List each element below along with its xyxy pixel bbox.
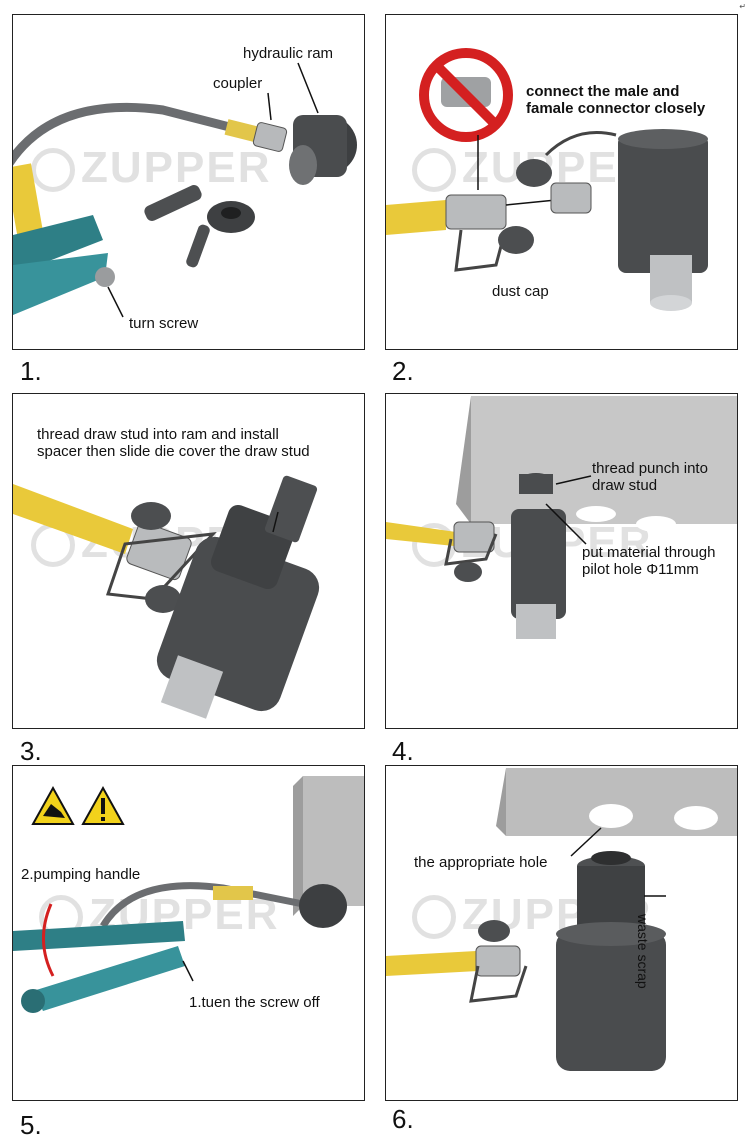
thread-draw-stud-label: thread draw stud into ram and install sp… <box>37 426 310 460</box>
coupler-label: coupler <box>213 75 263 92</box>
step-3-illustration <box>13 475 320 719</box>
step-1-illustration <box>13 62 357 318</box>
step-6-illustration <box>386 768 737 1071</box>
pumping-handle-label: 2.pumping handle <box>21 866 141 883</box>
step-5-number: 5. <box>20 1110 42 1140</box>
hand-crush-warning-icon <box>31 785 75 825</box>
step-4-panel: ZUPPER thread punch into draw stud put m… <box>385 393 738 729</box>
step-4-illustration <box>386 396 737 639</box>
dust-cap-label: dust cap <box>492 283 549 300</box>
step-3-panel: ZUPPER thread draw stud into ram and ins… <box>12 393 365 729</box>
thread-punch-label: thread punch into draw stud <box>592 460 708 494</box>
step-4-number: 4. <box>392 736 414 766</box>
step-2-panel: ZUPPER connect the male and famale conne… <box>385 14 738 350</box>
step-5-illustration <box>13 776 364 1013</box>
zupper-watermark: ZUPPER <box>31 143 271 193</box>
step-2-illustration <box>386 48 708 311</box>
step-3-number: 3. <box>20 736 42 766</box>
corner-mark: ↵ <box>739 2 746 11</box>
put-material-label: put material through pilot hole Φ11mm <box>582 544 716 578</box>
hydraulic-ram-label: hydraulic ram <box>243 45 334 62</box>
step-1-number: 1. <box>20 356 42 386</box>
step-2-number: 2. <box>392 356 414 386</box>
step-5-panel: ZUPPER 2.pumping handle 1.tuen the screw… <box>12 765 365 1101</box>
waste-scrap-label: waste scrap <box>635 914 651 989</box>
turn-screw-label: turn screw <box>129 315 199 332</box>
step-6-panel: ZUPPER the appropriate hole waste scrap <box>385 765 738 1101</box>
appropriate-hole-label: the appropriate hole <box>414 854 548 871</box>
tuen-screw-label: 1.tuen the screw off <box>189 994 320 1011</box>
warning-icon <box>81 785 125 825</box>
step-6-number: 6. <box>392 1104 414 1134</box>
step-1-panel: ZUPPER hydraulic ram coupler turn screw <box>12 14 365 350</box>
connect-connectors-label: connect the male and famale connector cl… <box>526 83 706 117</box>
